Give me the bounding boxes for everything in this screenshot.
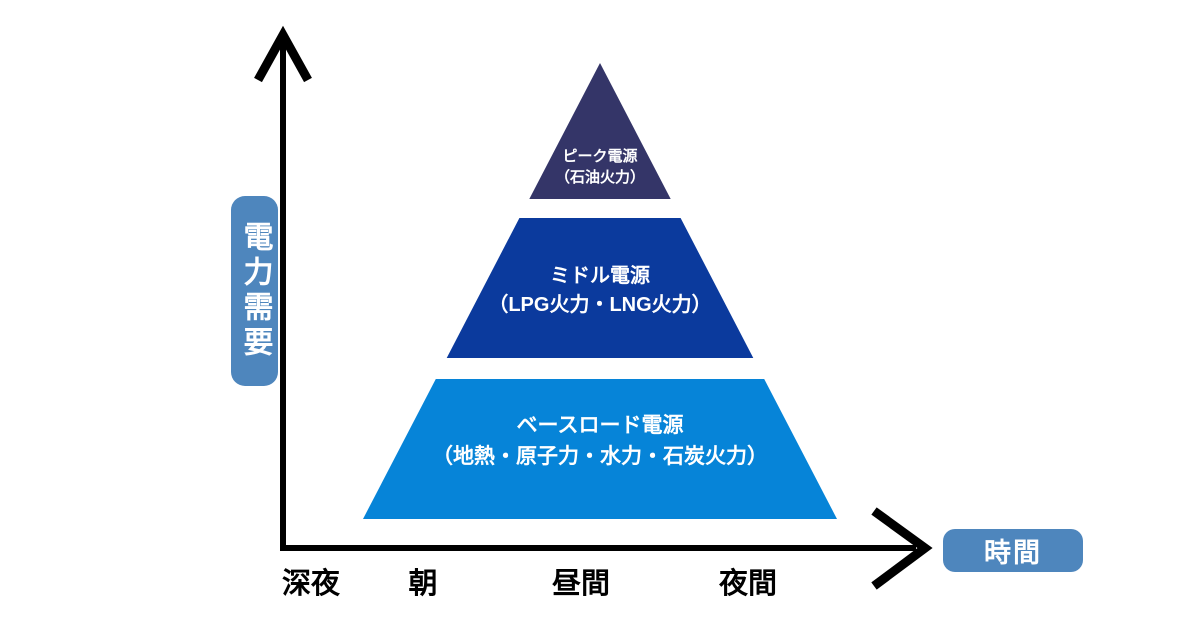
x-axis-arrowhead-icon <box>871 507 933 590</box>
tier-baseload-title: ベースロード電源 <box>516 414 684 437</box>
pyramid-tier-baseload <box>363 379 837 519</box>
tier-middle-title: ミドル電源 <box>550 265 650 287</box>
tier-baseload-label: ベースロード電源 （地熱・原子力・水力・石炭火力） <box>432 410 768 472</box>
pyramid-tier-peak <box>529 63 671 199</box>
x-tick-daytime: 昼間 <box>551 568 611 600</box>
x-axis-label-badge: 時間 <box>943 529 1083 572</box>
tier-peak-subtitle: （石油火力） <box>554 169 646 186</box>
tier-peak-label: ピーク電源 （石油火力） <box>555 146 645 188</box>
y-axis-label-badge: 電力需要 <box>231 196 278 386</box>
x-tick-night: 夜間 <box>718 568 778 600</box>
tier-middle-subtitle: （LPG火力・LNG火力） <box>488 294 712 316</box>
tier-middle-label: ミドル電源 （LPG火力・LNG火力） <box>488 262 711 320</box>
y-axis-arrowhead-icon <box>254 25 312 83</box>
x-tick-morning: 朝 <box>408 568 438 600</box>
pyramid-tier-middle <box>446 218 754 358</box>
tier-baseload-subtitle: （地熱・原子力・水力・石炭火力） <box>432 445 768 468</box>
tier-peak-title: ピーク電源 <box>562 148 638 165</box>
x-tick-late-night: 深夜 <box>281 568 341 600</box>
